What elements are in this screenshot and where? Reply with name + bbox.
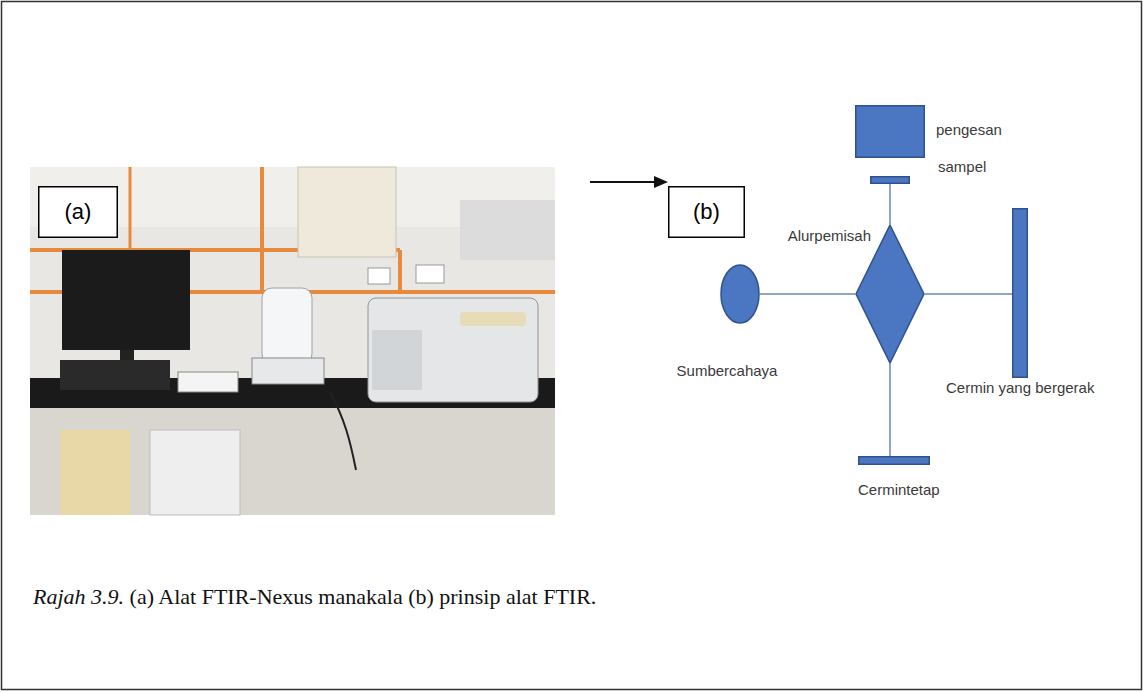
beam-line [760,293,855,295]
light-source-ellipse-outline [720,264,760,324]
light-source-ellipse: Sumbercahaya [720,264,760,324]
sample-holder-outline [870,176,910,184]
part-name: pengesan [936,121,1002,139]
rect-shape [856,106,925,158]
orange-pipe [260,167,264,292]
microscope-column [262,288,312,364]
monitor [62,250,190,350]
cpu-box [60,360,170,390]
detector-box: pengesan [855,105,925,158]
wall [30,167,555,515]
ellipse-shape [721,265,759,323]
orange-pipe [129,167,132,250]
spectrometer-lid [460,312,526,326]
wall-panel [298,167,396,257]
beam-splitter-diamond: Alurpemisah [855,224,925,364]
microscope-stage [252,358,324,384]
rect-shape [39,187,118,238]
caption-body: (a) Alat FTIR-Nexus manakala (b) prinsip… [124,584,596,609]
pointer-arrow-head [654,176,668,188]
pointer-arrow [590,181,656,183]
part-name: Cermin yang bergerak [946,379,1094,397]
fixed-mirror: Cermintetap [858,456,930,465]
caption-figure-number: Rajah 3.9. [33,584,124,609]
cardboard-box [60,430,130,515]
orange-pipe [398,250,402,292]
socket [368,268,390,284]
socket [416,265,444,283]
panel-label-box: (b) [668,186,745,238]
bench-body [30,408,555,515]
panel-label: (b) [693,199,720,225]
panel-label-box: (a) [38,186,118,238]
beam-line [889,184,891,224]
rect-shape [859,457,930,465]
rect-shape [1013,209,1028,378]
fixed-mirror-outline [858,456,930,465]
cabinet-door [150,430,240,515]
small-device [178,372,238,392]
cable [330,392,356,470]
ftir-spectrometer [368,298,538,402]
lab-photo-scene [30,167,555,515]
beam-line [925,293,1012,295]
moving-mirror-outline [1012,208,1028,378]
figure-caption: Rajah 3.9. (a) Alat FTIR-Nexus manakala … [33,584,596,610]
moving-mirror: Cermin yang bergerak [1012,208,1028,378]
beam-splitter-diamond-outline [855,224,925,364]
window [460,200,555,260]
sample-holder: sampel [870,176,910,184]
panel-label: (a) [65,199,92,225]
diamond-shape [856,225,924,363]
part-name: Sumbercahaya [677,362,778,380]
beam-line [889,364,891,456]
spectrometer-port [372,330,422,390]
rect-shape [871,177,910,184]
rect-shape [669,187,745,238]
part-name: sampel [938,158,986,176]
part-name: Cermintetap [858,481,940,499]
detector-box-outline [855,105,925,158]
part-name: Alurpemisah [788,227,871,245]
